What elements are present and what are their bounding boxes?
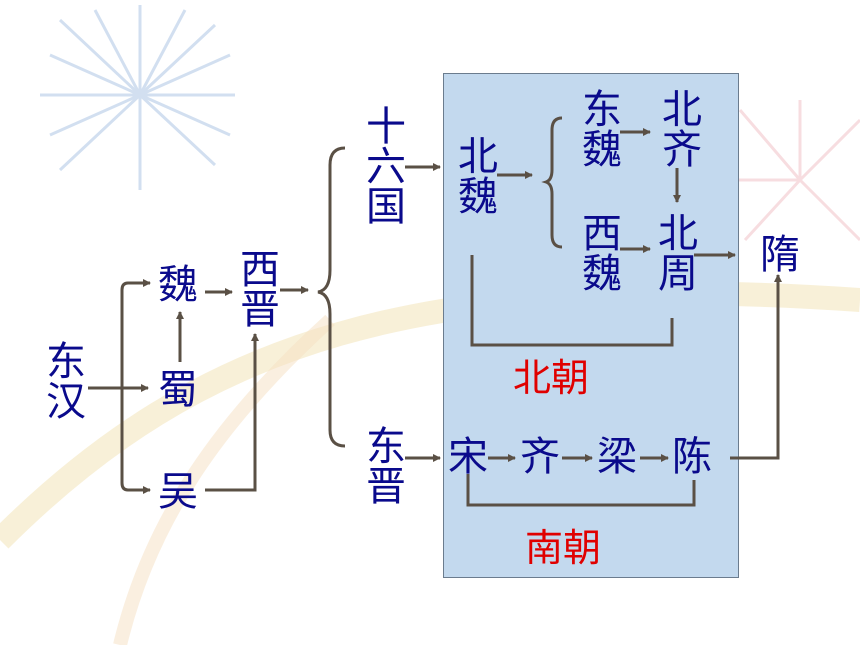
node-beiwei: 北魏 bbox=[451, 135, 497, 215]
firework-red-burst bbox=[735, 100, 860, 242]
brace-beiwei bbox=[541, 116, 563, 249]
swoosh-curve-2 bbox=[113, 314, 335, 645]
bracket-donghan bbox=[120, 281, 140, 492]
label-beichao: 北朝 bbox=[513, 356, 590, 400]
node-wu: 吴 bbox=[158, 469, 198, 515]
node-dongwei: 东魏 bbox=[575, 88, 621, 168]
label-nanchao: 南朝 bbox=[525, 526, 602, 570]
node-xijin: 西晋 bbox=[233, 248, 279, 328]
node-beiqi: 北齐 bbox=[655, 88, 701, 168]
node-dongjin: 东晋 bbox=[359, 425, 405, 505]
node-shu: 蜀 bbox=[158, 367, 198, 413]
node-donghan: 东汉 bbox=[39, 340, 85, 420]
brace-xijin bbox=[317, 146, 346, 448]
nanbeichao-panel bbox=[443, 73, 739, 578]
node-shiliuguo: 十六国 bbox=[359, 105, 405, 225]
node-liang: 梁 bbox=[597, 434, 637, 480]
node-chen: 陈 bbox=[672, 434, 712, 480]
node-wei: 魏 bbox=[158, 262, 198, 308]
bracket-beichao bbox=[470, 255, 674, 347]
arrow-chen-sui bbox=[730, 274, 782, 460]
firework-blue-burst bbox=[40, 5, 235, 190]
node-qi: 齐 bbox=[520, 434, 560, 480]
node-xiwei: 西魏 bbox=[575, 212, 621, 292]
node-song: 宋 bbox=[448, 434, 488, 480]
node-beizhou: 北周 bbox=[651, 212, 697, 292]
arrow-wu-xijin bbox=[205, 333, 259, 492]
node-sui: 隋 bbox=[760, 232, 800, 278]
bracket-nanchao bbox=[466, 474, 696, 507]
